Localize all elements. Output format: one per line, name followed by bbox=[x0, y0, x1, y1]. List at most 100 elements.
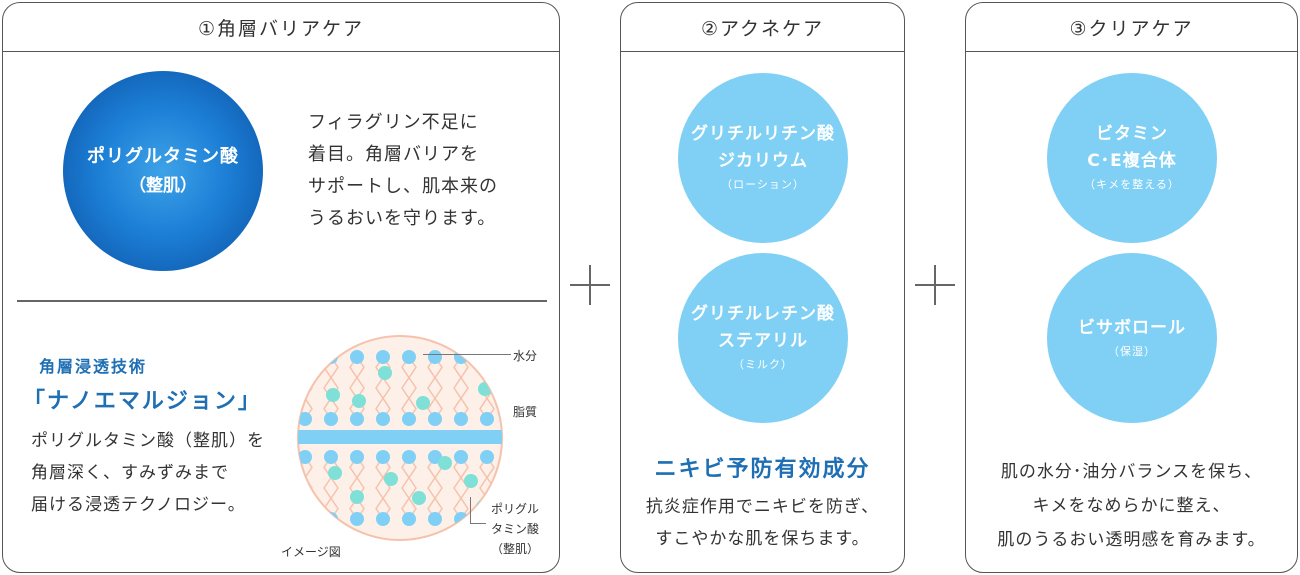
pga-particle bbox=[326, 388, 340, 402]
lipid-chain bbox=[349, 356, 358, 420]
ingredient-note: （整肌） bbox=[129, 176, 197, 196]
lipid-chain bbox=[427, 356, 436, 420]
desc-line: 角層深く、すみずみまで bbox=[31, 463, 229, 483]
ingredient-note: （ローション） bbox=[721, 178, 805, 191]
lipid-chain bbox=[349, 456, 358, 520]
desc-line: 肌の水分･油分バランスを保ち、 bbox=[1000, 462, 1263, 482]
pga-particle bbox=[350, 490, 364, 504]
tech-title: 「ナノエマルジョン」 bbox=[23, 389, 262, 414]
lipid-chain bbox=[375, 456, 384, 520]
pga-particle bbox=[328, 466, 342, 480]
lipid-head bbox=[480, 450, 494, 464]
ingredient-circle-pga: ポリグルタミン酸 （整肌） bbox=[63, 71, 263, 271]
pga-particle bbox=[476, 500, 490, 514]
pga-particle bbox=[438, 456, 452, 470]
pga-particle bbox=[412, 491, 426, 505]
lipid-head bbox=[324, 450, 338, 464]
clear-description: 肌の水分･油分バランスを保ち、 キメをなめらかに整え、 肌のうるおい透明感を育み… bbox=[966, 455, 1297, 557]
plus-icon bbox=[915, 265, 955, 305]
lipid-head bbox=[324, 412, 338, 426]
lipid-chain bbox=[408, 456, 417, 520]
ingredient-circle-stearyl: グリチルレチン酸 ステアリル （ミルク） bbox=[678, 253, 848, 423]
ingredient-name: グリチルリチン酸 bbox=[691, 124, 835, 144]
desc-line: 肌のうるおい透明感を育みます。 bbox=[997, 530, 1266, 550]
lipid-head bbox=[376, 450, 390, 464]
lipid-head bbox=[480, 412, 494, 426]
desc-line: すこやかな肌を保ちます。 bbox=[655, 529, 870, 549]
lipid-chain bbox=[453, 456, 462, 520]
lipid-chain bbox=[356, 456, 365, 520]
ingredient-name: グリチルレチン酸 bbox=[691, 304, 835, 324]
ingredient-name: ビサボロール bbox=[1078, 317, 1186, 338]
lipid-head bbox=[402, 512, 416, 526]
label-pga-line: （整肌） bbox=[491, 542, 540, 556]
lipid-head bbox=[298, 350, 312, 364]
panel-barrier-care: ①角層バリアケア ポリグルタミン酸 （整肌） フィラグリン不足に 着目。角層バリ… bbox=[2, 2, 560, 573]
ingredient-note: （キメを整える） bbox=[1084, 178, 1180, 191]
section-divider bbox=[17, 300, 547, 302]
ingredient-name: ステアリル bbox=[718, 331, 808, 351]
lipid-head bbox=[298, 412, 312, 426]
label-water: 水分 bbox=[513, 349, 538, 363]
pga-particle bbox=[384, 472, 398, 486]
lipid-chain bbox=[434, 356, 443, 420]
ingredient-name: ポリグルタミン酸 bbox=[87, 146, 239, 167]
desc-line: 着目。角層バリアを bbox=[308, 144, 479, 165]
lipid-chain bbox=[401, 456, 410, 520]
desc-line: 抗炎症作用でニキビを防ぎ、 bbox=[645, 497, 880, 517]
pga-particle bbox=[464, 474, 478, 488]
lipid-head bbox=[350, 412, 364, 426]
lipid-head bbox=[376, 412, 390, 426]
lipid-chain bbox=[408, 356, 417, 420]
desc-line: 届ける浸透テクノロジー。 bbox=[31, 495, 246, 515]
lipid-chain bbox=[330, 356, 339, 420]
lipid-chain bbox=[356, 356, 365, 420]
lipid-chain bbox=[460, 456, 469, 520]
panel-header: ③クリアケア bbox=[966, 3, 1297, 52]
panel-header: ②アクネケア bbox=[621, 3, 904, 52]
desc-line: ポリグルタミン酸（整肌）を bbox=[31, 431, 265, 451]
label-leader-water bbox=[423, 354, 511, 355]
lipid-head bbox=[350, 450, 364, 464]
acne-description: 抗炎症作用でニキビを防ぎ、 すこやかな肌を保ちます。 bbox=[621, 491, 904, 555]
water-layer bbox=[298, 430, 502, 444]
lipid-head bbox=[454, 412, 468, 426]
lipid-head bbox=[428, 512, 442, 526]
nano-emulsion-diagram bbox=[297, 335, 503, 541]
lipid-head bbox=[480, 350, 494, 364]
lipid-head bbox=[376, 512, 390, 526]
panel-header: ①角層バリアケア bbox=[3, 3, 559, 52]
ingredient-circle-dipotassium: グリチルリチン酸 ジカリウム （ローション） bbox=[678, 73, 848, 243]
lipid-head bbox=[402, 412, 416, 426]
lipid-chain bbox=[401, 356, 410, 420]
plus-icon bbox=[570, 265, 610, 305]
panel-acne-care: ②アクネケア グリチルリチン酸 ジカリウム （ローション） グリチルレチン酸 ス… bbox=[620, 2, 905, 573]
barrier-description: フィラグリン不足に 着目。角層バリアを サポートし、肌本来の うるおいを守ります… bbox=[308, 107, 498, 235]
panel-clear-care: ③クリアケア ビタミン C･E複合体 （キメを整える） ビサボロール （保湿） … bbox=[965, 2, 1298, 573]
lipid-head bbox=[298, 512, 312, 526]
lipid-head bbox=[428, 412, 442, 426]
label-pga: ポリグル タミン酸 （整肌） bbox=[491, 499, 539, 559]
lipid-head bbox=[376, 350, 390, 364]
lipid-chain bbox=[382, 356, 391, 420]
lipid-head bbox=[350, 512, 364, 526]
pga-particle bbox=[378, 366, 392, 380]
diagram-caption: イメージ図 bbox=[281, 545, 341, 559]
ingredient-note: （保湿） bbox=[1108, 344, 1156, 358]
desc-line: サポートし、肌本来の bbox=[308, 176, 498, 197]
lipid-chain bbox=[460, 356, 469, 420]
lipid-head bbox=[428, 350, 442, 364]
tech-subtitle: 角層浸透技術 bbox=[39, 357, 148, 376]
lipid-head bbox=[298, 450, 312, 464]
lipid-chain bbox=[382, 456, 391, 520]
pga-particle bbox=[416, 396, 430, 410]
desc-line: フィラグリン不足に bbox=[308, 112, 479, 133]
label-leader-pga-v bbox=[470, 497, 471, 523]
lipid-chain bbox=[453, 356, 462, 420]
lipid-chain bbox=[427, 456, 436, 520]
label-pga-line: ポリグル bbox=[491, 502, 540, 516]
ingredient-name: ジカリウム bbox=[718, 151, 808, 171]
ingredient-note: （ミルク） bbox=[733, 358, 793, 371]
lipid-head bbox=[402, 450, 416, 464]
label-leader-pga-h bbox=[470, 523, 486, 524]
